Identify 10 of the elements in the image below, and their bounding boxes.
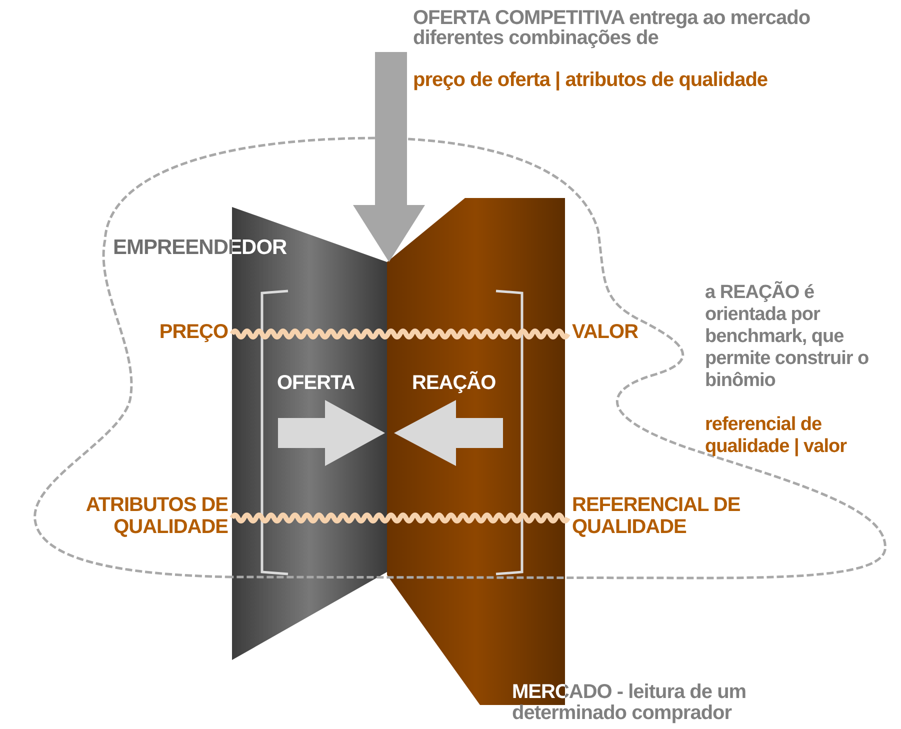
annotation-text: VALOR [572,321,640,343]
panel-title: REAÇÃO [412,372,496,394]
annotation-text: referencial de qualidade | valor [705,414,848,458]
annotation-text: a REAÇÃO é orientada por benchmark, que permite construir o binômio [705,282,870,392]
annotation-text: PREÇO [158,321,228,343]
annotation-text: REFERENCIAL DE QUALIDADE [572,494,742,538]
annotation-text: ATRIBUTOS DE QUALIDADE [84,494,228,538]
panel-title: OFERTA [277,372,355,394]
annotation-text: OFERTA COMPETITIVA entrega ao mercado diferentes combinações de [413,8,812,48]
annotation-text: preço de oferta | atributos de qualidade [413,70,769,90]
